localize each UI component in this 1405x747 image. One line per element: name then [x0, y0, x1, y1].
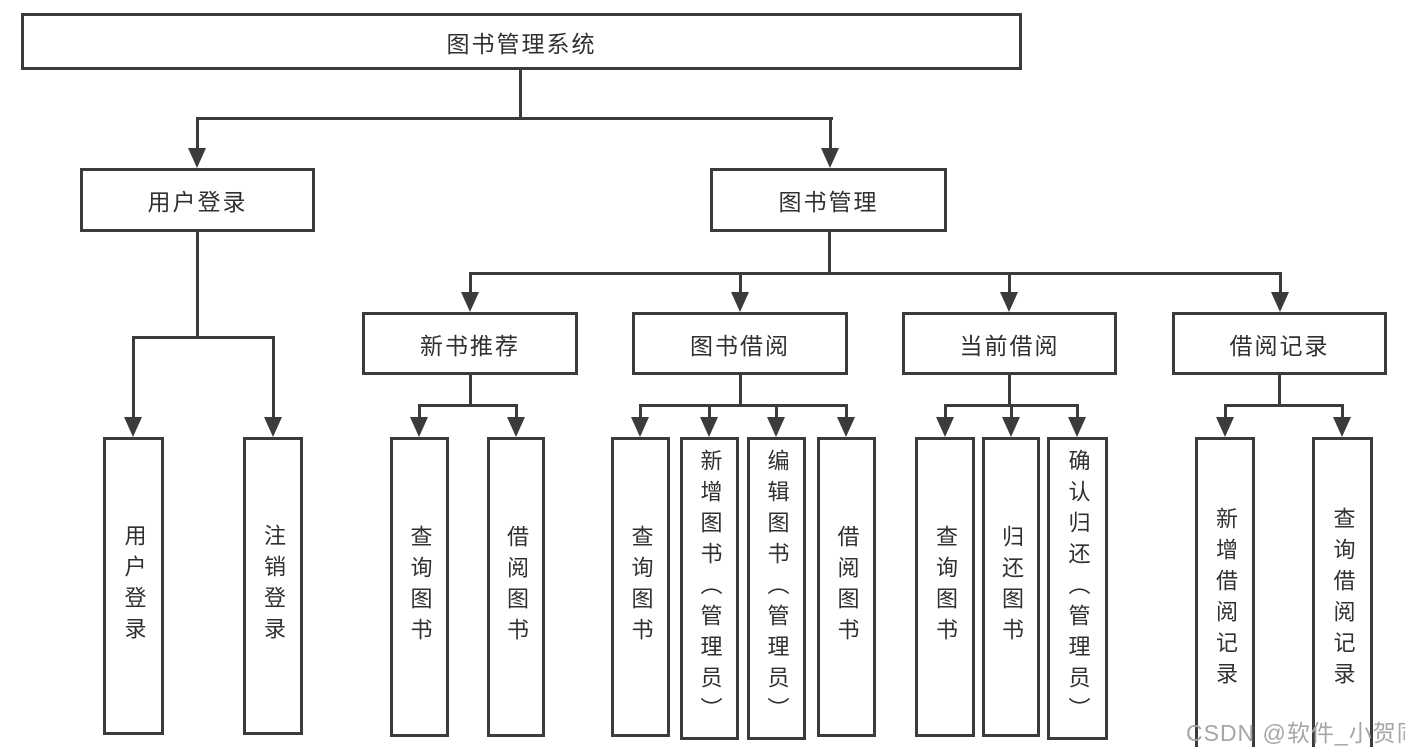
- connector-drop-section: [1279, 272, 1282, 294]
- connector-drop-section: [469, 272, 472, 294]
- connector-drop-leaf: [132, 336, 135, 418]
- arrowhead-down-icon: [936, 417, 954, 437]
- leaf-query-books-recommend: 查询图书: [390, 437, 449, 737]
- connector-drop-leaf: [845, 404, 848, 419]
- leaf-user-login: 用户登录: [103, 437, 164, 735]
- arrowhead-down-icon: [410, 417, 428, 437]
- arrowhead-down-icon: [731, 292, 749, 312]
- connector-drop-leaf: [1076, 404, 1079, 419]
- connector-drop-user-login: [196, 117, 199, 151]
- connector-section-rail: [639, 404, 848, 407]
- connector-drop-leaf: [1341, 404, 1344, 419]
- connector-drop-section: [1008, 272, 1011, 294]
- leaf-add-borrow-record: 新增借阅记录: [1195, 437, 1255, 747]
- leaf-add-book-admin: 新增图书（管理员）: [680, 437, 739, 740]
- connector-drop-leaf: [944, 404, 947, 419]
- arrowhead-down-icon: [1000, 292, 1018, 312]
- node-user-login: 用户登录: [80, 168, 315, 232]
- connector-drop-leaf: [708, 404, 711, 419]
- connector-user-login-stem: [196, 232, 199, 338]
- arrowhead-down-icon: [631, 417, 649, 437]
- connector-drop-leaf: [1224, 404, 1227, 419]
- arrowhead-down-icon: [767, 417, 785, 437]
- leaf-edit-book-admin: 编辑图书（管理员）: [747, 437, 806, 740]
- node-root: 图书管理系统: [21, 13, 1022, 70]
- connector-drop-leaf: [515, 404, 518, 419]
- node-book-management: 图书管理: [710, 168, 947, 232]
- connector-section-stem: [739, 375, 742, 406]
- leaf-query-borrow-record: 查询借阅记录: [1312, 437, 1373, 747]
- connector-section-rail: [418, 404, 518, 407]
- connector-drop-leaf: [1010, 404, 1013, 419]
- connector-root-stem: [519, 70, 522, 118]
- arrowhead-down-icon: [507, 417, 525, 437]
- arrowhead-down-icon: [1271, 292, 1289, 312]
- leaf-borrow-books-recommend: 借阅图书: [487, 437, 545, 737]
- connector-drop-leaf: [272, 336, 275, 418]
- arrowhead-down-icon: [1068, 417, 1086, 437]
- connector-drop-book-management: [829, 117, 832, 151]
- leaf-return-book: 归还图书: [982, 437, 1040, 737]
- connector-root-rail: [196, 117, 833, 120]
- connector-drop-section: [739, 272, 742, 294]
- watermark: CSDN @软件_小贺同学: [1186, 720, 1405, 746]
- arrowhead-down-icon: [1216, 417, 1234, 437]
- node-section-current-borrowing: 当前借阅: [902, 312, 1117, 375]
- connector-book-management-rail: [469, 272, 1282, 275]
- connector-user-login-rail: [132, 336, 275, 339]
- arrowhead-down-icon: [124, 417, 142, 437]
- arrowhead-down-icon: [1002, 417, 1020, 437]
- arrowhead-down-icon: [837, 417, 855, 437]
- arrowhead-down-icon: [461, 292, 479, 312]
- connector-section-stem: [1278, 375, 1281, 406]
- arrowhead-down-icon: [188, 148, 206, 168]
- connector-drop-leaf: [418, 404, 421, 419]
- arrowhead-down-icon: [1333, 417, 1351, 437]
- connector-section-stem: [1008, 375, 1011, 406]
- leaf-borrow-books-borrowing: 借阅图书: [817, 437, 876, 737]
- arrowhead-down-icon: [821, 148, 839, 168]
- leaf-query-books-borrowing: 查询图书: [611, 437, 670, 737]
- connector-drop-leaf: [775, 404, 778, 419]
- arrowhead-down-icon: [700, 417, 718, 437]
- leaf-query-books-current: 查询图书: [915, 437, 975, 737]
- connector-book-management-stem: [828, 232, 831, 275]
- leaf-confirm-return-admin: 确认归还（管理员）: [1047, 437, 1108, 740]
- node-section-borrowing-records: 借阅记录: [1172, 312, 1387, 375]
- connector-section-rail: [1224, 404, 1344, 407]
- connector-section-stem: [469, 375, 472, 406]
- arrowhead-down-icon: [264, 417, 282, 437]
- leaf-logout: 注销登录: [243, 437, 303, 735]
- node-section-new-book-recommendation: 新书推荐: [362, 312, 578, 375]
- connector-drop-leaf: [639, 404, 642, 419]
- node-section-book-borrowing: 图书借阅: [632, 312, 848, 375]
